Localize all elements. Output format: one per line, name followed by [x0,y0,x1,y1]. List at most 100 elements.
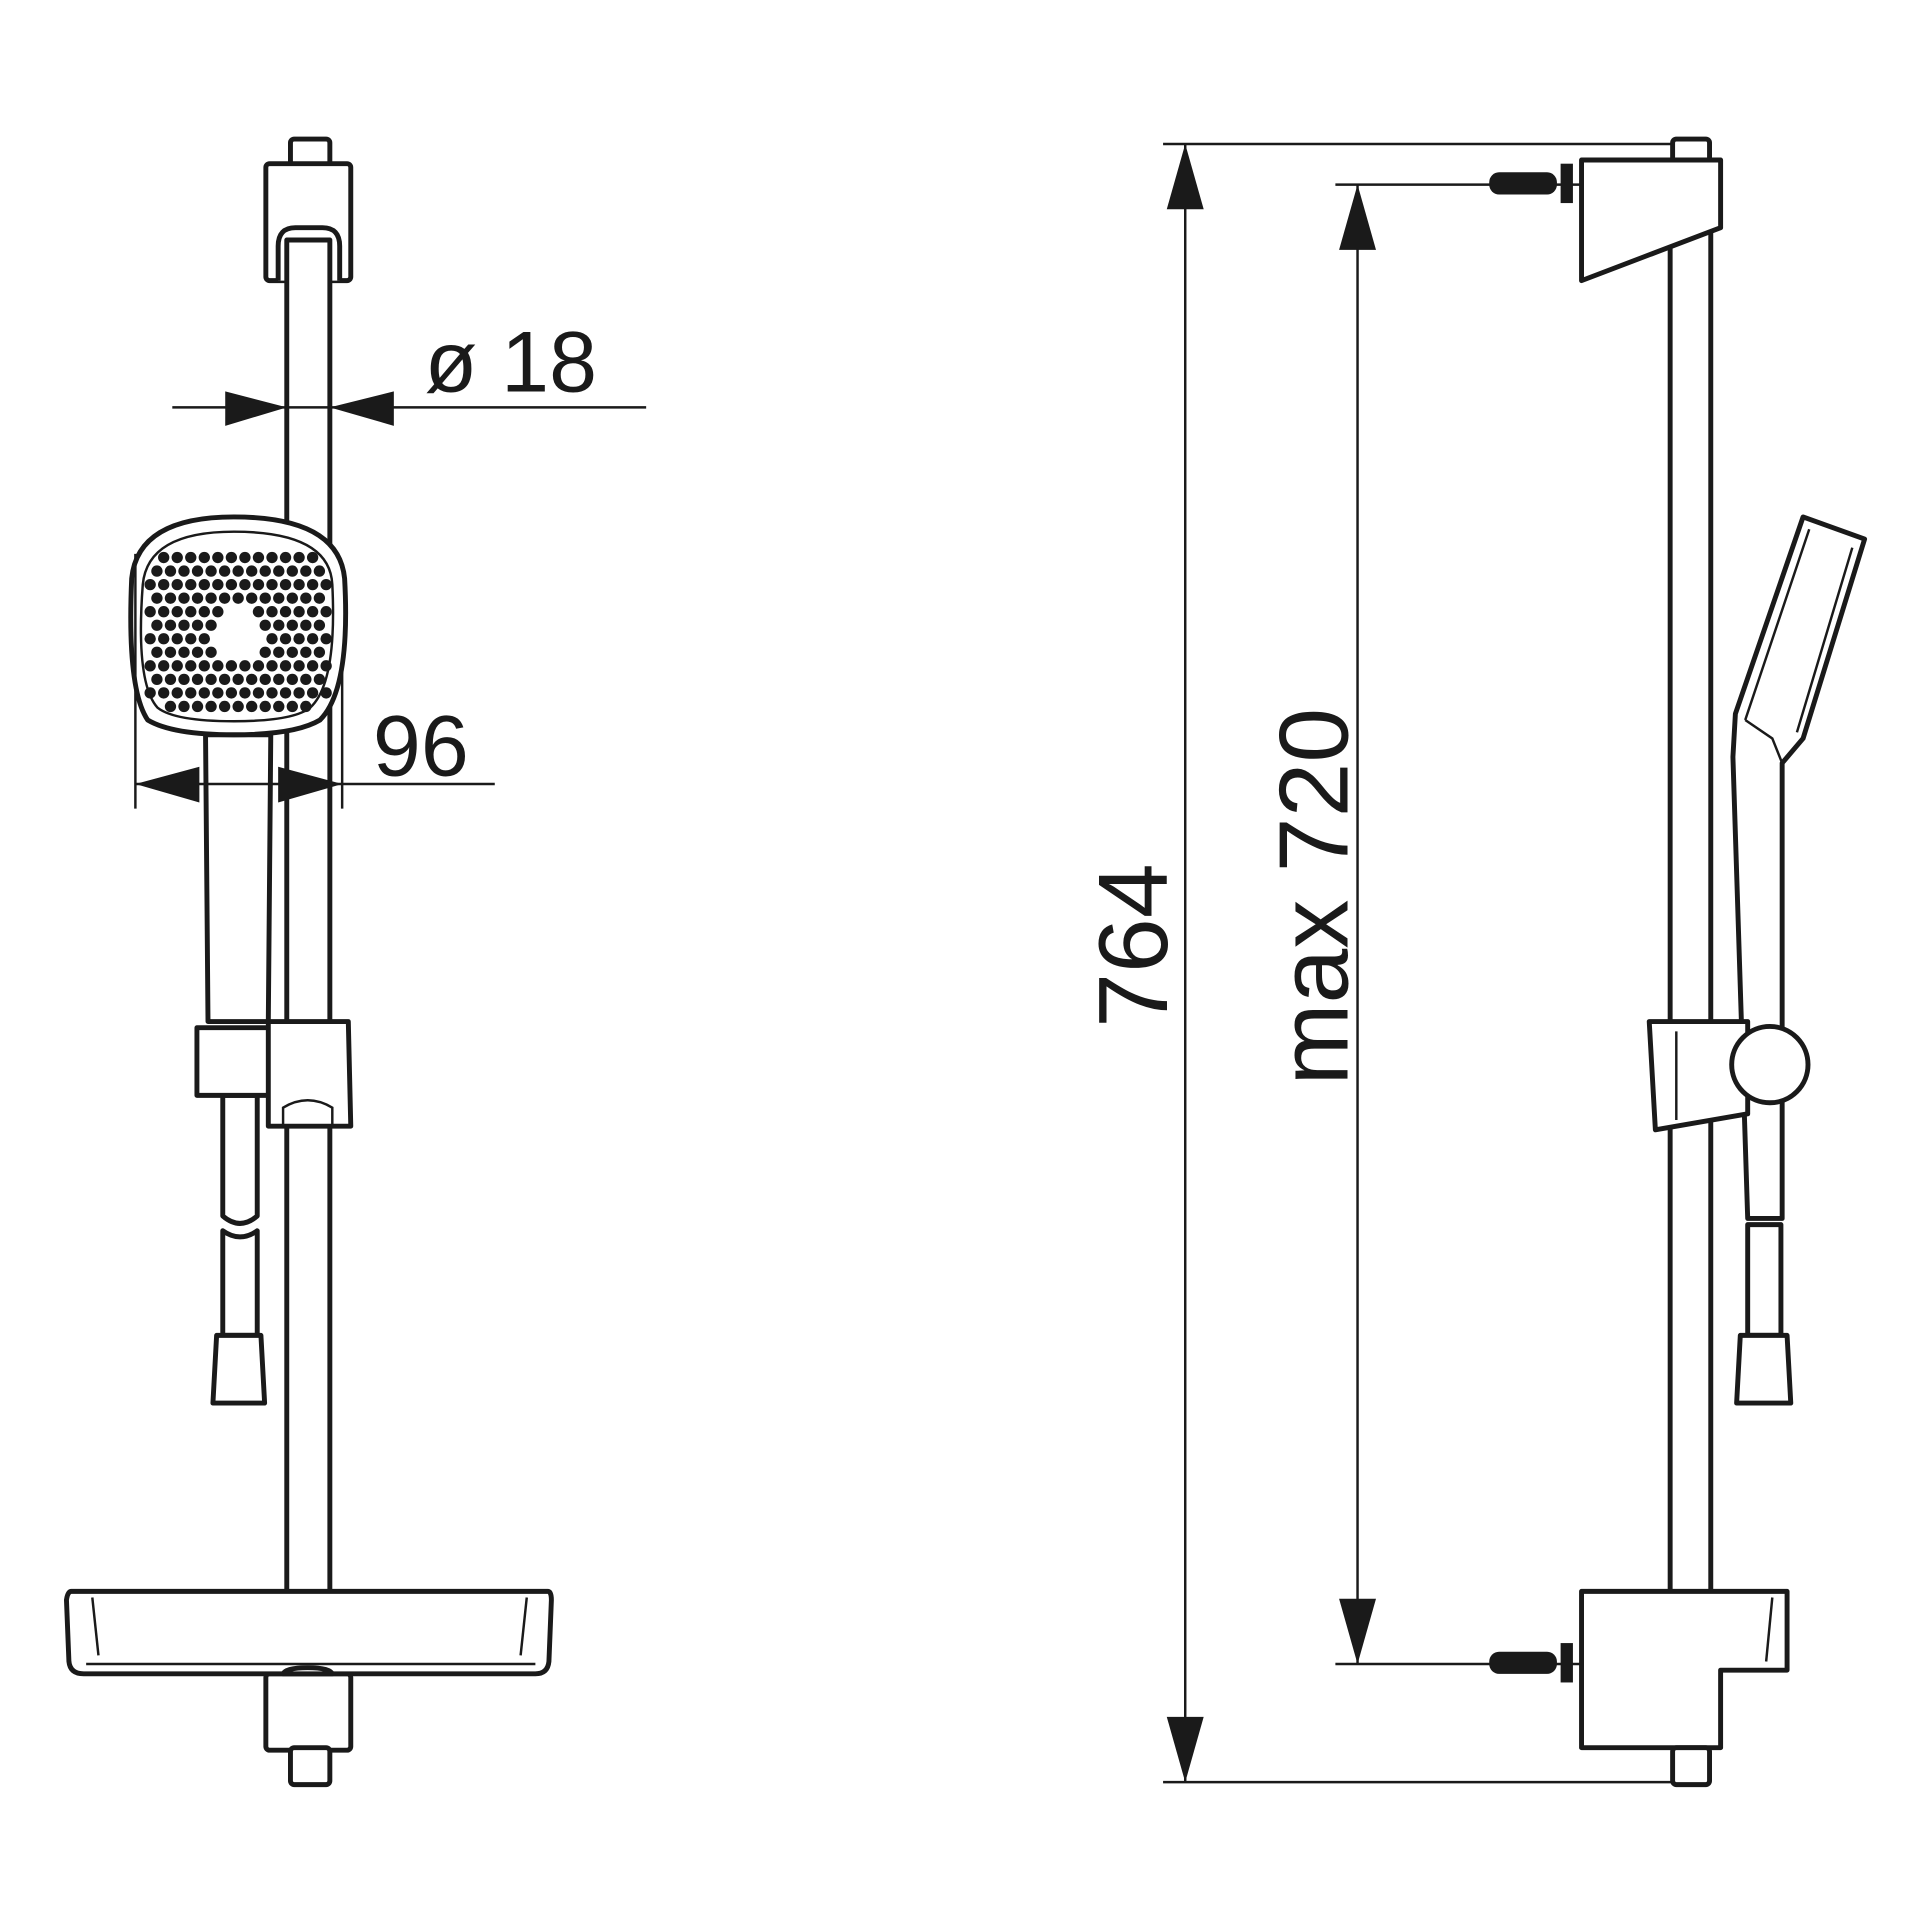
side-view: 764 max 720 [1078,136,1868,1788]
nozzle [266,606,278,618]
nozzle [252,551,265,564]
nozzle [212,660,224,672]
slide-rail-side [1667,225,1714,1597]
nozzle [266,660,278,672]
nozzle [171,687,183,699]
arrow-icon [329,391,394,426]
nozzle [178,592,190,604]
nozzle [239,687,251,699]
nozzle [300,700,312,713]
nozzle [191,673,204,686]
hose-side [1745,1222,1784,1338]
nozzle [286,619,298,631]
nozzle [279,687,292,699]
nozzle [286,565,298,577]
nozzle [178,565,190,577]
nozzle [185,606,197,618]
nozzle [225,687,238,699]
wall-screw-top [1489,163,1573,204]
nozzle [144,687,156,699]
nozzle [273,619,285,631]
nozzle [320,606,332,618]
nozzle [313,673,326,686]
nozzle [191,592,204,604]
slider-knob [1729,1024,1811,1106]
nozzle [191,646,204,658]
nozzle [144,606,156,618]
nozzle [198,551,210,564]
nozzle [144,578,156,591]
nozzle [158,660,170,672]
nozzle [178,673,190,686]
nozzle [158,687,170,699]
nozzle [144,660,156,672]
nozzle [205,673,217,686]
nozzle [252,578,265,591]
nozzle [185,633,197,645]
nozzle [293,551,305,564]
nozzle [151,619,163,631]
nozzle [273,700,285,713]
slider-holder [194,1025,276,1098]
hand-shower-side [1730,514,1868,1221]
nozzle [293,687,305,699]
nozzle [246,565,258,577]
nozzle [171,633,183,645]
nozzle [164,592,177,604]
nozzle [171,551,183,564]
nozzle [259,619,271,631]
nozzle [286,700,298,713]
nozzle [313,619,326,631]
nozzle [259,646,271,658]
nozzle [246,673,258,686]
nozzle [191,619,204,631]
nozzle [266,578,278,591]
nozzle [151,646,163,658]
nozzle [198,633,210,645]
nozzle [286,673,298,686]
nozzle [259,592,271,604]
nozzle [279,660,292,672]
nozzle [293,633,305,645]
nozzle [185,551,197,564]
front-view: ø 18 96 [64,136,647,1788]
nozzle [164,646,177,658]
arrow-icon [1339,1598,1376,1664]
nozzle [300,565,312,577]
nozzle [252,660,265,672]
nozzle [300,592,312,604]
total-height-label: 764 [1078,863,1188,1027]
bottom-bracket [263,1671,354,1753]
nozzle [218,565,231,577]
nozzle [205,619,217,631]
hose-lower [220,1228,260,1338]
nozzle [239,660,251,672]
nozzle [225,660,238,672]
nozzle [151,592,163,604]
nozzle [266,633,278,645]
spray-nozzles [144,551,332,713]
nozzle [286,592,298,604]
nozzle [306,633,319,645]
nozzle [178,700,190,713]
nozzle [246,700,258,713]
nozzle [218,673,231,686]
nozzle [266,551,278,564]
nozzle [306,578,319,591]
nozzle [171,660,183,672]
nozzle [185,578,197,591]
nozzle [191,700,204,713]
nozzle [205,700,217,713]
bottom-cap-side [1670,1745,1712,1788]
nozzle [218,592,231,604]
nozzle [218,700,231,713]
nozzle [273,592,285,604]
nozzle [171,606,183,618]
bracket-spacing-label: max 720 [1259,708,1369,1086]
nozzle [158,551,170,564]
top-bracket-side [1579,157,1724,284]
arrow-icon [225,391,287,426]
nozzle [300,646,312,658]
